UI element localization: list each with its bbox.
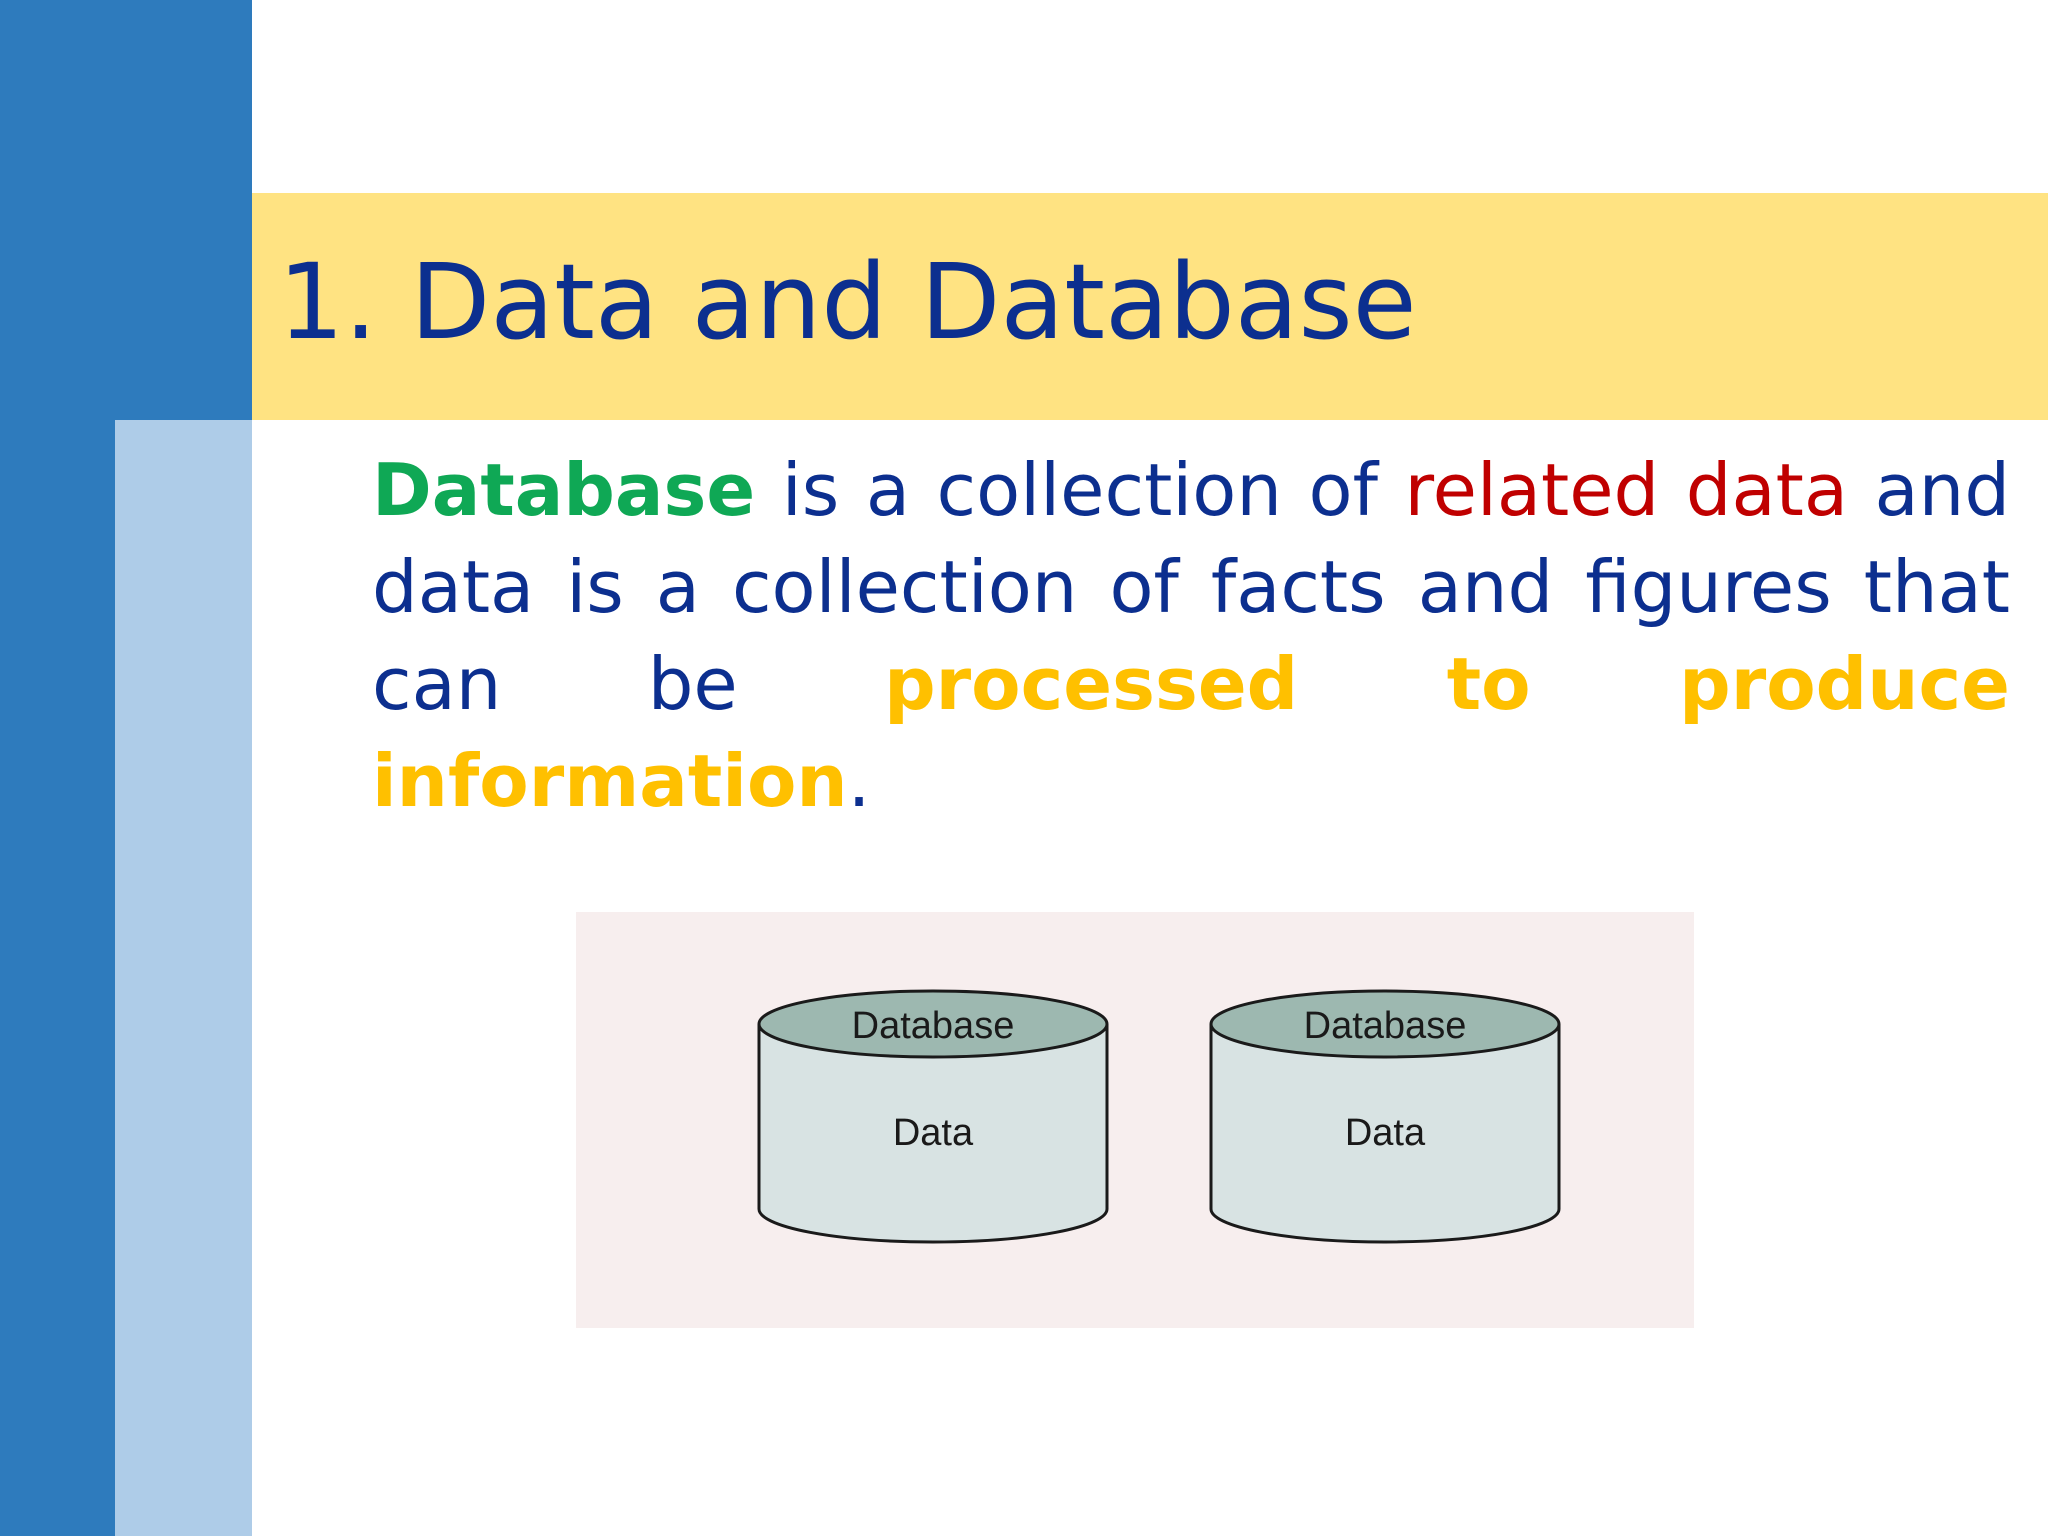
related-data-text: related data [1404,448,1848,532]
highlight-text: processed to produce information [372,642,2010,823]
database-cylinder-2: Database Data [1209,989,1561,1244]
term-database: Database [372,448,756,532]
cylinder-2-top [1209,989,1561,1059]
body-part-2: and data is a collection of facts and fi… [372,448,2011,726]
definition-paragraph: Database is a collection of related data… [372,442,2010,830]
cylinder-2-body-label: Data [1345,1112,1426,1154]
cylinder-2-body [1209,1024,1561,1244]
sidebar-light-bar [115,420,252,1536]
slide-title: 1. Data and Database [278,241,1417,363]
body-part-1: is a collection of [755,448,1405,532]
cylinder-1-top [757,989,1109,1059]
cylinder-2-top-label: Database [1304,1005,1467,1047]
database-cylinder-1: Database Data [757,989,1109,1244]
title-band [252,193,2048,420]
cylinder-1-top-label: Database [852,1005,1015,1047]
cylinder-1-body-label: Data [893,1112,974,1154]
database-diagram-svg: Database Data Database Data [757,989,1561,1244]
database-diagram: Database Data Database Data [576,912,1694,1328]
cylinder-1-body [757,1024,1109,1244]
body-end: . [847,739,871,823]
